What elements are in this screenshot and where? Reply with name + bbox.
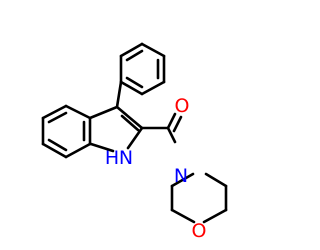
bond <box>204 172 228 188</box>
carbonyl-oxygen-label: O <box>175 95 190 117</box>
bond <box>64 142 92 159</box>
bond <box>119 80 144 96</box>
bond <box>170 208 196 224</box>
bond <box>88 105 119 120</box>
structure-canvas: O N O N H <box>41 42 228 242</box>
bond <box>125 76 144 89</box>
bond <box>202 208 228 224</box>
bond <box>119 42 144 58</box>
bond <box>166 126 177 144</box>
bond <box>172 115 183 133</box>
bond <box>166 112 177 130</box>
bond <box>47 111 68 124</box>
morpholine-nitrogen-label: N <box>174 165 188 187</box>
bond <box>89 142 115 153</box>
bond <box>64 104 92 120</box>
indole-hydrogen-label: H <box>105 147 119 169</box>
indole-nitrogen-label: N <box>119 147 133 169</box>
bond <box>47 138 68 152</box>
bond <box>41 142 68 159</box>
bond <box>41 104 68 120</box>
pyrrole-ring <box>88 105 144 153</box>
bond <box>120 114 140 132</box>
bond <box>125 49 144 62</box>
benzene-ring <box>41 104 92 159</box>
phenyl-ring <box>119 42 166 96</box>
bond <box>115 105 144 130</box>
morpholine-ring <box>170 172 228 224</box>
morpholine-oxygen-label: O <box>192 220 207 242</box>
bond <box>170 172 195 188</box>
bond <box>115 80 123 109</box>
bond <box>126 126 144 150</box>
bond <box>140 42 166 58</box>
molecule-drawing: O N O N H <box>41 42 228 242</box>
bond <box>140 80 166 96</box>
